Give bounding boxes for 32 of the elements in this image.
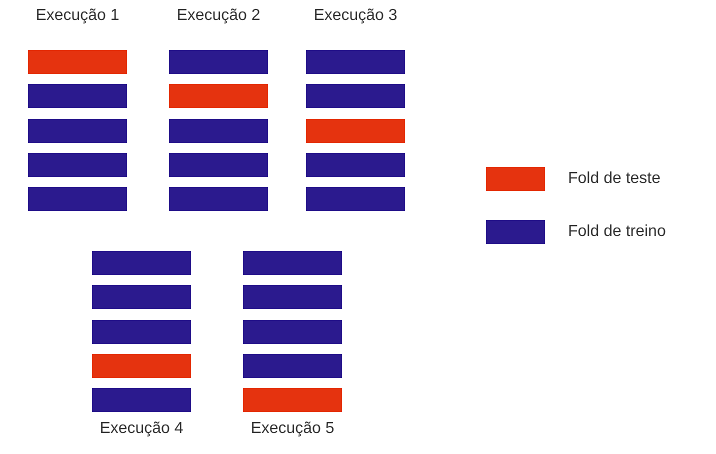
fold-bar [243, 354, 342, 378]
execution-label: Execução 2 [176, 6, 262, 26]
fold-bar [243, 388, 342, 412]
fold-bar [306, 84, 405, 108]
execution-label: Execução 4 [98, 419, 184, 439]
legend-label: Fold de teste [568, 169, 660, 189]
legend-label: Fold de treino [568, 222, 666, 242]
fold-bar [92, 388, 191, 412]
fold-bar [169, 118, 268, 143]
fold-bar [306, 118, 405, 143]
fold-bar [169, 152, 268, 177]
execution-label: Execução 5 [250, 419, 336, 439]
fold-bar [243, 320, 342, 344]
fold-bar [92, 354, 191, 378]
execution-label: Execução 1 [34, 6, 120, 26]
execution-label: Execução 3 [312, 6, 398, 26]
fold-bar [92, 320, 191, 344]
fold-bar [92, 285, 191, 310]
fold-bar [28, 187, 127, 212]
fold-bar [169, 187, 268, 212]
fold-bar [243, 251, 342, 275]
fold-bar [28, 50, 127, 74]
fold-bar [306, 50, 405, 74]
fold-bar [306, 187, 405, 212]
fold-bar [169, 84, 268, 108]
fold-bar [169, 50, 268, 74]
fold-bar [243, 285, 342, 310]
fold-bar [28, 152, 127, 177]
fold-bar [306, 152, 405, 177]
fold-bar [28, 84, 127, 108]
fold-bar [28, 118, 127, 143]
fold-bar [92, 251, 191, 275]
